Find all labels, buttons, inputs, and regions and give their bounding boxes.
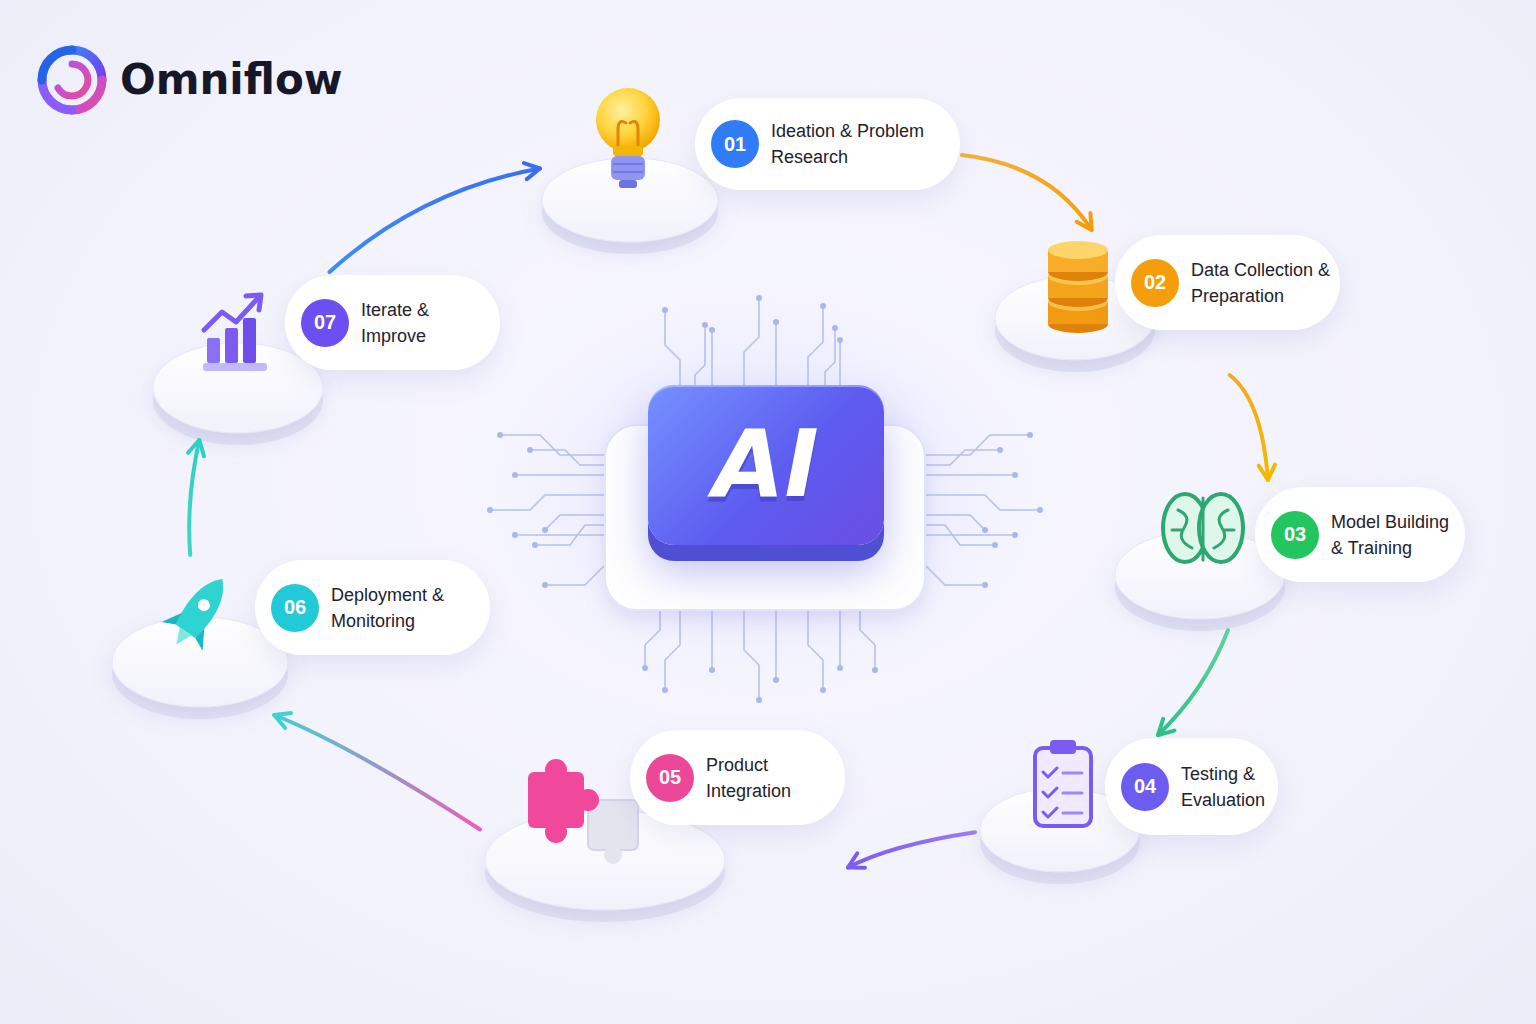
brain-fold: [1172, 498, 1234, 560]
process-step: 03Model Building & Training: [1115, 480, 1465, 630]
puzzle-icon: [528, 759, 638, 864]
arrow-line: [962, 155, 1092, 230]
chip-label: AI: [713, 415, 818, 515]
chart-bar: [243, 318, 256, 363]
puzzle-knob: [604, 846, 622, 864]
clipboard-board: [1035, 748, 1091, 826]
flow-arrow: [274, 713, 480, 830]
step-pill: 02Data Collection & Preparation: [1115, 235, 1340, 330]
rocket-icon: [156, 565, 243, 659]
arrow-head: [524, 163, 540, 179]
process-step: 05Product Integration: [480, 725, 848, 915]
step-number: 01: [711, 120, 759, 168]
arrow-line: [1158, 630, 1228, 735]
process-step: 04Testing & Evaluation: [975, 735, 1278, 880]
db-layer: [1048, 241, 1108, 259]
circuit-traces: [490, 298, 1040, 700]
arrow-head: [1077, 213, 1092, 230]
rocket-window: [196, 597, 213, 614]
flow-arrow: [1230, 375, 1275, 480]
ai-chip: AI: [648, 385, 884, 545]
database-icon: [1048, 241, 1108, 333]
clipboard-icon: [1035, 740, 1091, 826]
step-label: Testing & Evaluation: [1181, 761, 1269, 813]
process-step: 02Data Collection & Preparation: [995, 230, 1340, 375]
step-label: Deployment & Monitoring: [331, 582, 449, 634]
circuit-trace: [490, 435, 610, 585]
chart-base: [203, 363, 267, 371]
rocket-body: [174, 571, 234, 640]
flow-arrow: [330, 163, 540, 272]
clipboard-clip: [1050, 740, 1076, 754]
step-label: Product Integration: [706, 752, 800, 804]
puzzle-knob: [545, 821, 567, 843]
arrow-head: [1259, 465, 1275, 480]
arrow-head: [274, 713, 291, 728]
bulb-tip: [619, 180, 637, 188]
flow-arrow: [848, 832, 975, 867]
step-number: 03: [1271, 511, 1319, 559]
circuit-trace: [665, 298, 840, 395]
bulb-thread: [613, 164, 643, 172]
brain-icon: [1163, 494, 1243, 562]
arrow-line: [330, 169, 540, 273]
step-pill: 06Deployment & Monitoring: [255, 560, 490, 655]
step-number: 07: [301, 299, 349, 347]
logo-arc: [58, 64, 88, 96]
growth-chart-icon: [203, 295, 267, 371]
step-pill: 03Model Building & Training: [1255, 487, 1465, 582]
flow-arrow: [188, 440, 204, 555]
chip-glow: [465, 270, 1065, 710]
step-number: 04: [1121, 763, 1169, 811]
process-step: 06Deployment & Monitoring: [110, 555, 492, 715]
step-number: 05: [646, 754, 694, 802]
step-label: Ideation & Problem Research: [771, 118, 930, 170]
brand-title: Omniflow: [120, 54, 343, 106]
chart-trend-head: [246, 295, 261, 310]
logo-arc: [42, 50, 72, 80]
step-number: 02: [1131, 259, 1179, 307]
step-label: Model Building & Training: [1331, 509, 1456, 561]
brand-logo: [42, 50, 102, 110]
chart-trend: [204, 298, 258, 330]
step-label: Data Collection & Preparation: [1191, 257, 1334, 309]
circuit-trace: [920, 435, 1040, 585]
chart-bar: [225, 328, 238, 363]
arrow-head: [1158, 719, 1174, 735]
step-pill: 05Product Integration: [630, 730, 845, 825]
bulb-glass: [596, 88, 660, 152]
bulb-base: [611, 156, 645, 180]
arrow-line: [1230, 375, 1268, 480]
arrow-head: [188, 440, 204, 456]
step-pill: 07Iterate & Improve: [285, 275, 500, 370]
checklist-lines: [1063, 773, 1082, 813]
puzzle-knob: [577, 789, 599, 811]
step-label: Iterate & Improve: [361, 297, 439, 349]
chart-bar: [207, 338, 220, 363]
flow-arrow: [962, 155, 1092, 230]
flow-arrow: [1158, 630, 1228, 735]
arrow-line: [189, 440, 199, 555]
step-pill: 04Testing & Evaluation: [1105, 738, 1278, 835]
lightbulb-icon: [596, 88, 660, 188]
arrow-line: [848, 832, 975, 867]
process-step: 07Iterate & Improve: [150, 272, 502, 440]
process-step: 01Ideation & Problem Research: [540, 95, 962, 245]
arrow-line: [274, 715, 480, 830]
step-pill: 01Ideation & Problem Research: [695, 98, 960, 190]
arrow-head: [848, 853, 865, 867]
bulb-filament: [618, 122, 638, 150]
rocket-flame: [171, 627, 192, 648]
step-number: 06: [271, 584, 319, 632]
bulb-neck: [613, 146, 643, 156]
check-marks: [1043, 768, 1057, 817]
pedestal: [542, 158, 718, 254]
circuit-node-dots: [487, 295, 1043, 703]
puzzle-knob: [545, 759, 567, 781]
circuit-trace: [645, 605, 875, 700]
